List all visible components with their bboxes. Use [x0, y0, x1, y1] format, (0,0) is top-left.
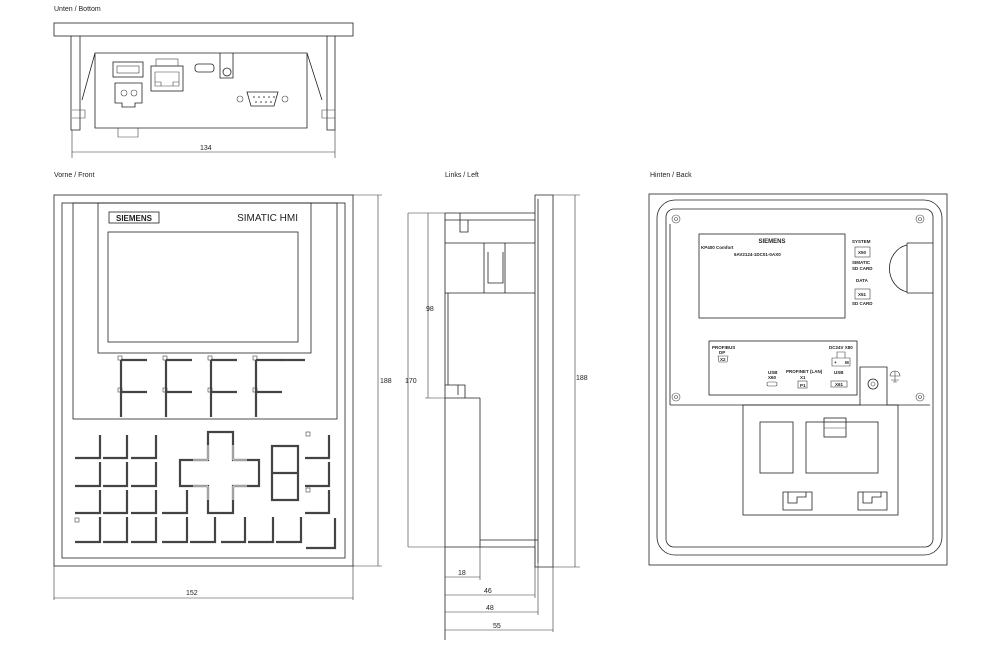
profinet-port-p1: [797, 380, 808, 389]
front-view-title: Vorne / Front: [54, 172, 95, 179]
front-outline: [53, 194, 354, 567]
sd-card-label-2: SD CARD: [852, 301, 873, 306]
bottom-width-dim: 134: [200, 145, 212, 152]
back-view-title: Hinten / Back: [650, 172, 692, 179]
dc24v-label: DC24V X80: [829, 345, 853, 350]
p1-label: P1: [800, 383, 806, 388]
screen: [107, 231, 299, 343]
function-keys[interactable]: [117, 355, 305, 417]
sd-slot-x51[interactable]: [854, 288, 871, 300]
ground-screw: [222, 67, 232, 77]
mini-usb-port: [194, 63, 215, 73]
dim-18: 18: [458, 570, 466, 577]
mounting-bracket: [742, 404, 899, 516]
dim-98: 98: [426, 306, 434, 313]
front-view: Vorne / Front SIEMENS SIMATIC HMI 152 18…: [53, 172, 392, 600]
profibus-label: PROFIBUS: [712, 345, 735, 350]
rear-housing: [81, 52, 323, 129]
dp-label: DP: [719, 350, 725, 355]
connector-panel: [708, 340, 858, 396]
usb-port: [112, 61, 144, 78]
label-order-number: 6AV2124-1DC01-0AX0: [734, 252, 781, 257]
data-label: DATA: [856, 278, 869, 283]
dim-46: 46: [484, 588, 492, 595]
keypad[interactable]: [74, 430, 337, 550]
system-label: SYSTEM: [852, 239, 871, 244]
x2-label: X2: [720, 357, 726, 362]
sd-slot-x50[interactable]: [854, 246, 871, 258]
dim-170: 170: [405, 378, 417, 385]
ground-screw-back: [867, 378, 879, 390]
back-view: Hinten / Back SIEMENS KP400 Comfort 6AV2…: [648, 172, 948, 566]
x61-label: X61: [835, 382, 844, 387]
ground-icon: [889, 370, 901, 383]
usb-label-2: USB: [834, 370, 844, 375]
front-width-dim: 152: [186, 590, 198, 597]
bottom-view-title: Unten / Bottom: [54, 6, 101, 13]
label-model: KP400 Comfort: [701, 245, 734, 250]
left-view: Links / Left 170 98 188 18 46 48 55: [405, 172, 588, 640]
dim-48: 48: [486, 605, 494, 612]
m-label: M: [845, 360, 849, 365]
front-height-dim: 188: [380, 378, 392, 385]
profibus-port: [717, 355, 729, 363]
side-posts: [70, 36, 336, 131]
x51-label: X51: [858, 292, 867, 297]
back-outline: [648, 193, 948, 566]
simatic-label: SIMATIC: [852, 260, 871, 265]
label-brand: SIEMENS: [758, 239, 785, 245]
power-connector: [114, 82, 143, 108]
ethernet-port: [150, 65, 184, 92]
siemens-logo: [108, 211, 160, 224]
profinet-label: PROFINET (LAN): [786, 369, 823, 374]
width-dimension-line: [71, 130, 336, 158]
usb-port-x61: [830, 380, 848, 388]
x50-label: X50: [858, 250, 867, 255]
product-name: SIMATIC HMI: [237, 213, 298, 224]
dim-55: 55: [493, 623, 501, 630]
brand-text: SIEMENS: [116, 214, 153, 223]
battery-cover: [889, 244, 908, 293]
front-bezel-edge: [53, 22, 354, 37]
screen-bezel: [97, 202, 312, 354]
left-view-title: Links / Left: [445, 172, 479, 179]
plus-label: +: [834, 360, 837, 365]
power-port-x80: [831, 351, 851, 367]
display-area: [72, 202, 338, 420]
clip-right: [857, 491, 888, 511]
x1-label: X1: [800, 375, 806, 380]
usb-port-x60: [766, 381, 778, 387]
housing-side: [444, 212, 538, 640]
dim-188: 188: [576, 375, 588, 382]
sd-card-label-1: SD CARD: [852, 266, 873, 271]
bottom-view: Unten / Bottom 134: [53, 6, 354, 158]
usb-label-1: USB: [768, 370, 778, 375]
mounting-screws: [671, 214, 925, 402]
x60-label: X60: [768, 375, 777, 380]
rating-label: [698, 233, 846, 319]
db9-connector: [246, 91, 279, 107]
front-plate: [534, 194, 554, 568]
clip-left: [782, 491, 813, 511]
